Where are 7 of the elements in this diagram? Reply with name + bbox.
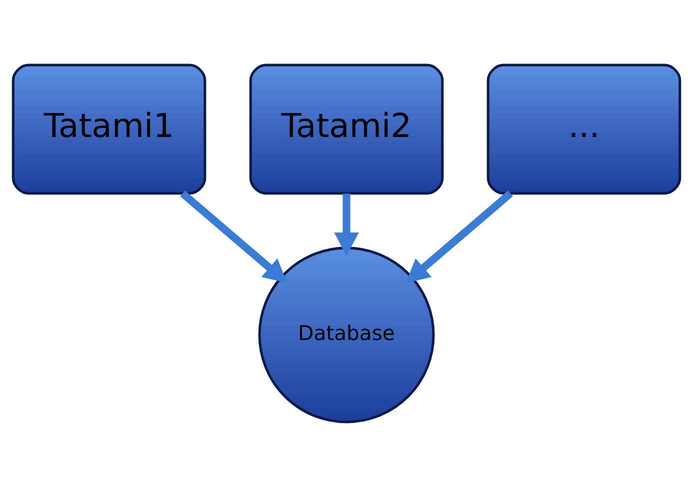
node-box: Tatami2 — [249, 63, 444, 194]
node-box: Tatami1 — [12, 63, 206, 194]
node-circle: Database — [258, 246, 435, 423]
arrow — [334, 193, 359, 256]
arrow — [180, 190, 288, 282]
arrow — [406, 190, 513, 282]
node-box: ... — [486, 63, 682, 194]
